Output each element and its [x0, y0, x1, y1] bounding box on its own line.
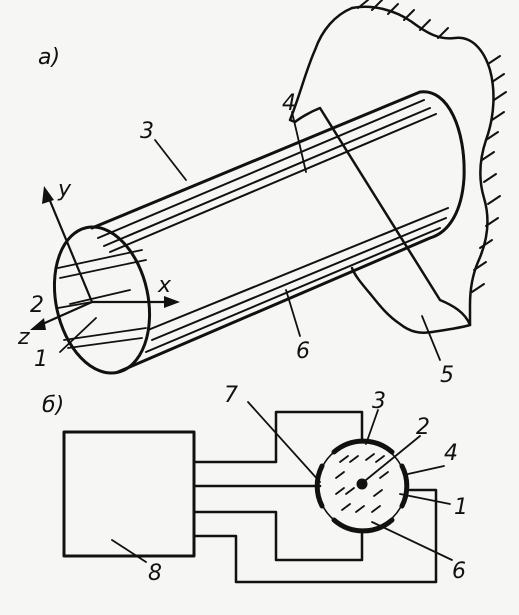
panel-a — [30, 0, 507, 375]
y-axis — [46, 194, 94, 304]
electrode-4 — [399, 463, 410, 509]
axis-label-x: x — [157, 273, 172, 298]
callout-a-4: 4 — [282, 91, 296, 116]
axis-label-z: z — [17, 325, 30, 350]
callout-a-2: 2 — [30, 293, 44, 318]
electrode-6 — [331, 517, 395, 534]
leaders-a — [57, 111, 441, 361]
callout-b-2: 2 — [416, 415, 430, 440]
callout-b-8: 8 — [148, 561, 162, 586]
sensor-center — [356, 478, 368, 490]
z-axis-arrow — [30, 318, 46, 330]
callout-a-6: 6 — [296, 339, 310, 364]
electrode-7 — [314, 463, 325, 509]
leaders-b — [111, 401, 453, 563]
y-axis-arrow — [42, 186, 54, 204]
callout-b-7: 7 — [224, 383, 238, 408]
wall-mount — [288, 6, 472, 334]
block-8 — [62, 430, 196, 558]
cylinder-stripes — [97, 99, 449, 353]
panel-b — [62, 401, 453, 584]
z-axis — [36, 300, 94, 328]
wiring — [192, 410, 438, 584]
wall-outline — [350, 5, 495, 327]
electrodes — [314, 438, 410, 534]
callout-b-3: 3 — [372, 389, 386, 414]
callout-a-3: 3 — [140, 119, 154, 144]
panel-b-label: б) — [42, 393, 64, 418]
end-face-lines — [57, 249, 147, 349]
wall-hatching — [357, 0, 507, 293]
callout-b-4: 4 — [444, 441, 458, 466]
coordinate-axes — [30, 186, 180, 330]
axis-label-y: y — [57, 177, 72, 202]
panel-a-label: а) — [38, 45, 60, 70]
callout-a-1: 1 — [34, 347, 48, 372]
callout-a-5: 5 — [440, 363, 454, 388]
cylinder-near-end — [52, 225, 152, 375]
x-axis-arrow — [164, 296, 180, 308]
sensor-hatching — [335, 453, 389, 513]
callout-b-1: 1 — [454, 495, 468, 520]
cylinder-far-end — [418, 90, 466, 240]
callout-b-6: 6 — [452, 559, 466, 584]
electrode-3 — [331, 438, 395, 455]
